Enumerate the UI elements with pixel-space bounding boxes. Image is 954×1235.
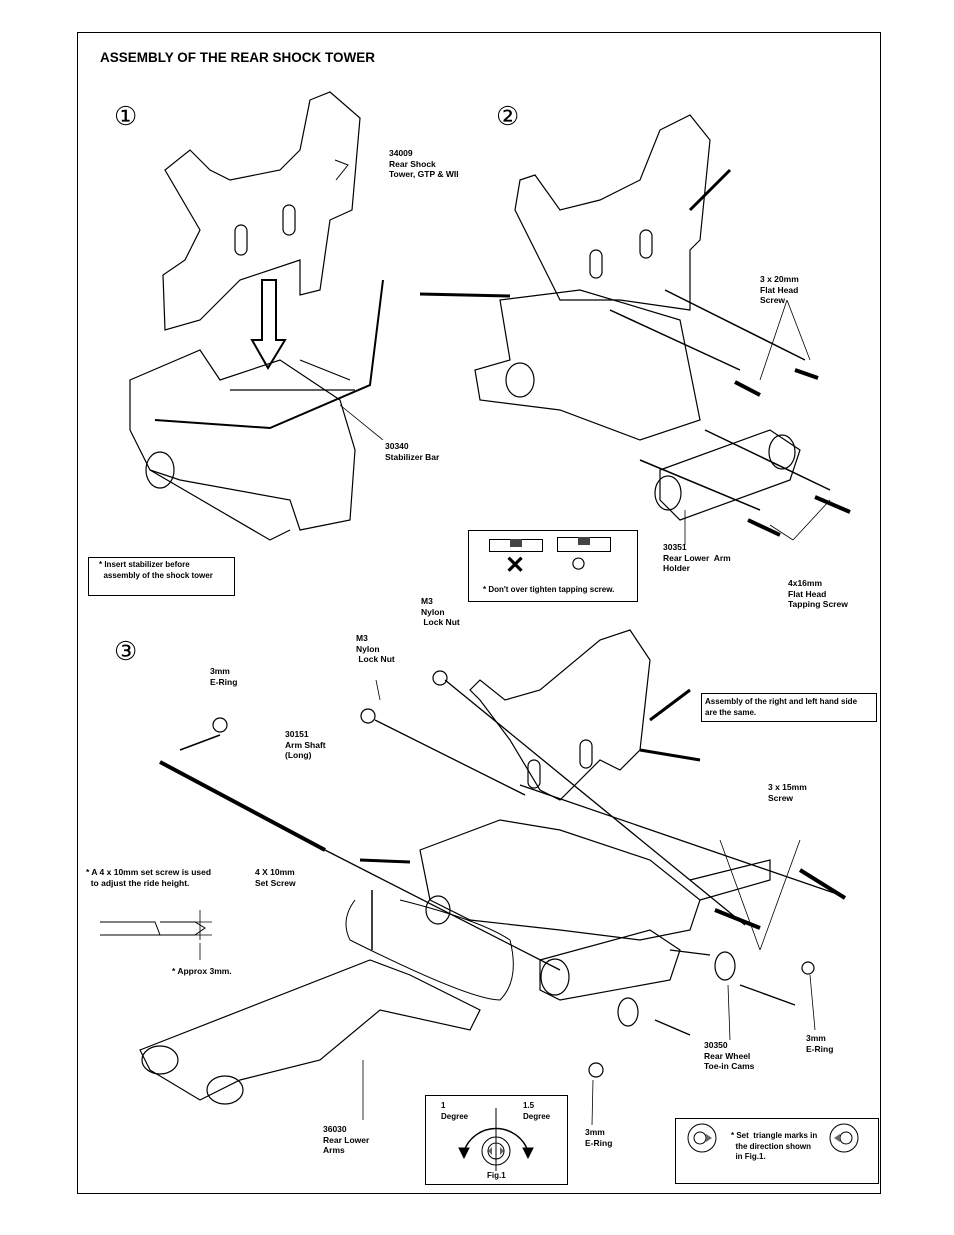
cam-triangle-right-icon <box>687 1123 717 1153</box>
arm-shaft <box>159 760 326 852</box>
shock-tower-plate-2 <box>514 114 711 311</box>
gearbox-3 <box>419 819 701 941</box>
shock-tower-plate-1 <box>162 91 361 331</box>
arm-holder-3 <box>539 929 681 1001</box>
tighten-note-box: ✕ ○ * Don't over tighten tapping screw. <box>468 530 638 602</box>
stabilizer-bar <box>154 279 384 430</box>
page-title: ASSEMBLY OF THE REAR SHOCK TOWER <box>100 50 376 65</box>
down-arrow <box>250 279 287 370</box>
fig-1-degree-right: 1.5 Degree <box>523 1101 551 1121</box>
step-2-number: ② <box>496 101 520 131</box>
tighten-note-text: * Don't over tighten tapping screw. <box>483 585 615 594</box>
wrong-mark-icon: ✕ <box>505 552 526 579</box>
fig-1-caption: Fig.1 <box>487 1171 506 1180</box>
lower-arm <box>139 959 481 1105</box>
triangle-note-text: * Set triangle marks in the direction sh… <box>731 1131 818 1161</box>
note-set-screw: * A 4 x 10mm set screw is used to adjust… <box>86 867 212 888</box>
arm-holder-2 <box>654 429 801 521</box>
shock-tower-plate-3 <box>469 629 651 801</box>
wrong-tighten-illustration <box>489 539 543 552</box>
gearbox-1 <box>129 349 356 541</box>
gearbox-2 <box>474 289 701 441</box>
note-same-sides: Assembly of the right and left hand side… <box>701 693 877 722</box>
triangle-note-box: * Set triangle marks in the direction sh… <box>675 1118 879 1184</box>
step-1-number: ① <box>114 101 138 131</box>
fig-1-box: 1 Degree 1.5 Degree Fig.1 <box>425 1095 568 1185</box>
step-3-number: ③ <box>114 636 138 666</box>
note-insert-stabilizer: * Insert stabilizer before assembly of t… <box>88 557 235 596</box>
fig-1-degree-left: 1 Degree <box>441 1101 469 1121</box>
right-tighten-illustration <box>557 537 611 552</box>
page-border <box>77 32 881 1194</box>
label-approx-3mm: * Approx 3mm. <box>172 966 232 976</box>
toe-cam-rotation-icon <box>458 1108 534 1171</box>
correct-mark-icon: ○ <box>570 547 587 578</box>
cam-triangle-left-icon <box>829 1123 859 1153</box>
